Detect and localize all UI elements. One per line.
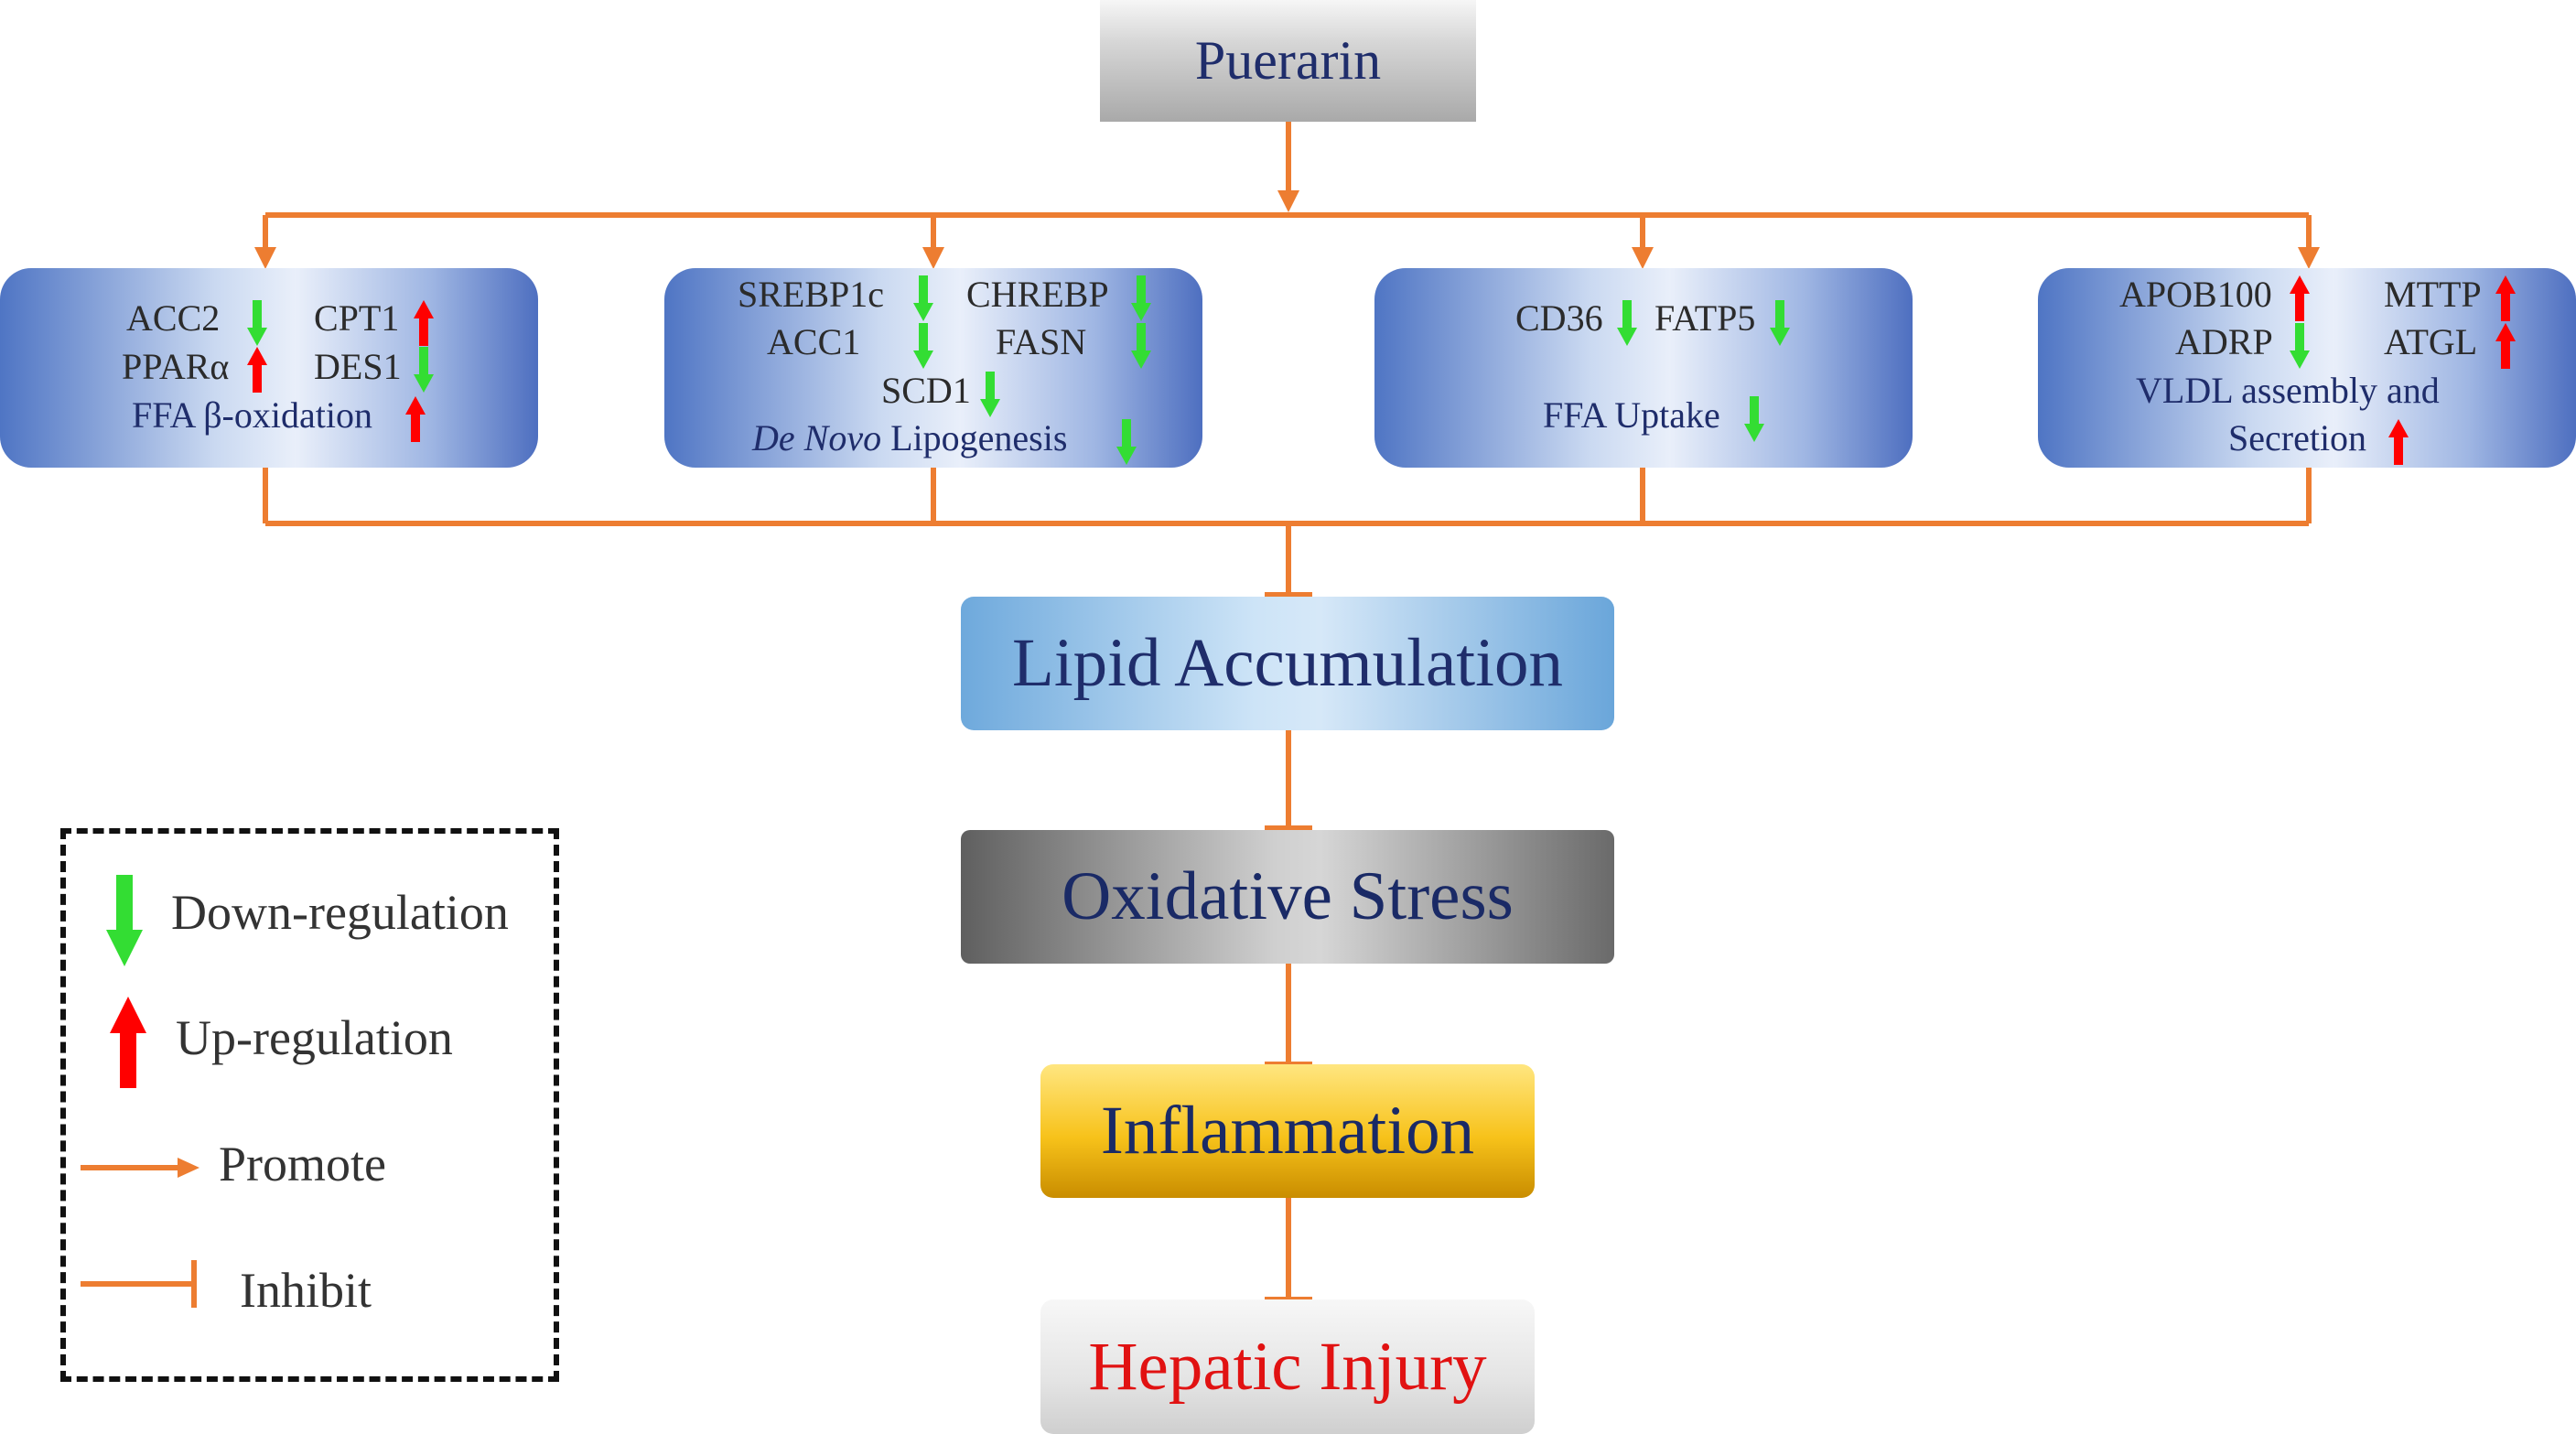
item-fasn: FASN bbox=[996, 321, 1087, 362]
legend-down-arrow-icon bbox=[106, 875, 143, 966]
down-arrow-icon bbox=[1770, 300, 1790, 346]
process-uptake: FFA Uptake bbox=[1543, 394, 1720, 436]
hepatic-injury-label: Hepatic Injury bbox=[1088, 1328, 1487, 1405]
inflammation-label: Inflammation bbox=[1100, 1093, 1475, 1169]
up-arrow-icon bbox=[2495, 275, 2516, 321]
down-arrow-icon bbox=[1744, 396, 1764, 442]
item-cpt1: CPT1 bbox=[314, 297, 400, 339]
down-arrow-icon bbox=[913, 323, 933, 369]
pathway-box-beta-oxidation: ACC2 CPT1 PPARα DES1 FFA β-oxidation bbox=[0, 268, 538, 468]
legend-promote-arrow-icon bbox=[81, 1158, 199, 1178]
item-acc2: ACC2 bbox=[126, 297, 221, 339]
up-arrow-icon bbox=[2290, 275, 2310, 321]
item-apob100: APOB100 bbox=[2119, 274, 2272, 315]
pathway-box-lipogenesis: SREBP1c CHREBP ACC1 FASN SCD1 De Novo Li… bbox=[664, 268, 1202, 468]
down-arrow-icon bbox=[913, 275, 933, 321]
puerarin-box: Puerarin bbox=[1100, 0, 1476, 122]
item-adrp: ADRP bbox=[2175, 321, 2273, 362]
item-cd36: CD36 bbox=[1515, 297, 1603, 339]
up-arrow-icon bbox=[405, 396, 426, 442]
item-chrebp: CHREBP bbox=[966, 274, 1109, 315]
up-arrow-icon bbox=[247, 347, 267, 393]
item-fatp5: FATP5 bbox=[1654, 297, 1756, 339]
item-srebp1c: SREBP1c bbox=[738, 274, 885, 315]
oxidative-stress-label: Oxidative Stress bbox=[1062, 858, 1514, 934]
lipid-accumulation-label: Lipid Accumulation bbox=[1012, 625, 1563, 701]
process-lipogenesis-italic: De Novo bbox=[752, 417, 882, 458]
process-vldl-line1: VLDL assembly and bbox=[2136, 370, 2440, 411]
item-acc1: ACC1 bbox=[767, 321, 861, 362]
item-mttp: MTTP bbox=[2384, 274, 2482, 315]
up-arrow-icon bbox=[2388, 419, 2409, 465]
oxidative-stress-box: Oxidative Stress bbox=[961, 830, 1614, 964]
down-arrow-icon bbox=[1617, 300, 1637, 346]
process-lipogenesis: De Novo Lipogenesis bbox=[752, 416, 1067, 459]
down-arrow-icon bbox=[1131, 275, 1151, 321]
process-beta-oxidation: FFA β-oxidation bbox=[132, 394, 372, 436]
legend: Down-regulation Up-regulation Promote In… bbox=[60, 828, 559, 1382]
item-des1: DES1 bbox=[314, 346, 402, 387]
legend-inhibit-label: Inhibit bbox=[240, 1263, 372, 1318]
legend-inhibit-icon bbox=[81, 1260, 197, 1308]
down-arrow-icon bbox=[2290, 323, 2310, 369]
pathway-box-uptake: CD36 FATP5 FFA Uptake bbox=[1374, 268, 1913, 468]
up-arrow-icon bbox=[414, 300, 434, 346]
hepatic-injury-box: Hepatic Injury bbox=[1040, 1299, 1535, 1434]
process-lipogenesis-text: Lipogenesis bbox=[890, 417, 1068, 458]
promote-arrowhead bbox=[1277, 190, 1299, 212]
legend-up-label: Up-regulation bbox=[176, 1010, 453, 1065]
legend-promote-label: Promote bbox=[219, 1137, 386, 1191]
pathway-box-vldl: APOB100 MTTP ADRP ATGL VLDL assembly and… bbox=[2038, 268, 2576, 468]
down-arrow-icon bbox=[1116, 419, 1137, 465]
lipid-accumulation-box: Lipid Accumulation bbox=[961, 597, 1614, 730]
down-arrow-icon bbox=[414, 347, 434, 393]
puerarin-label: Puerarin bbox=[1194, 30, 1382, 91]
down-arrow-icon bbox=[247, 300, 267, 346]
up-arrow-icon bbox=[2495, 323, 2516, 369]
item-ppara: PPARα bbox=[122, 346, 230, 387]
legend-up-arrow-icon bbox=[110, 997, 146, 1088]
process-vldl-line2: Secretion bbox=[2228, 417, 2367, 458]
item-scd1: SCD1 bbox=[881, 370, 971, 411]
inflammation-box: Inflammation bbox=[1040, 1064, 1535, 1198]
down-arrow-icon bbox=[980, 372, 1000, 417]
item-atgl: ATGL bbox=[2384, 321, 2478, 362]
legend-down-label: Down-regulation bbox=[171, 885, 509, 940]
down-arrow-icon bbox=[1131, 323, 1151, 369]
